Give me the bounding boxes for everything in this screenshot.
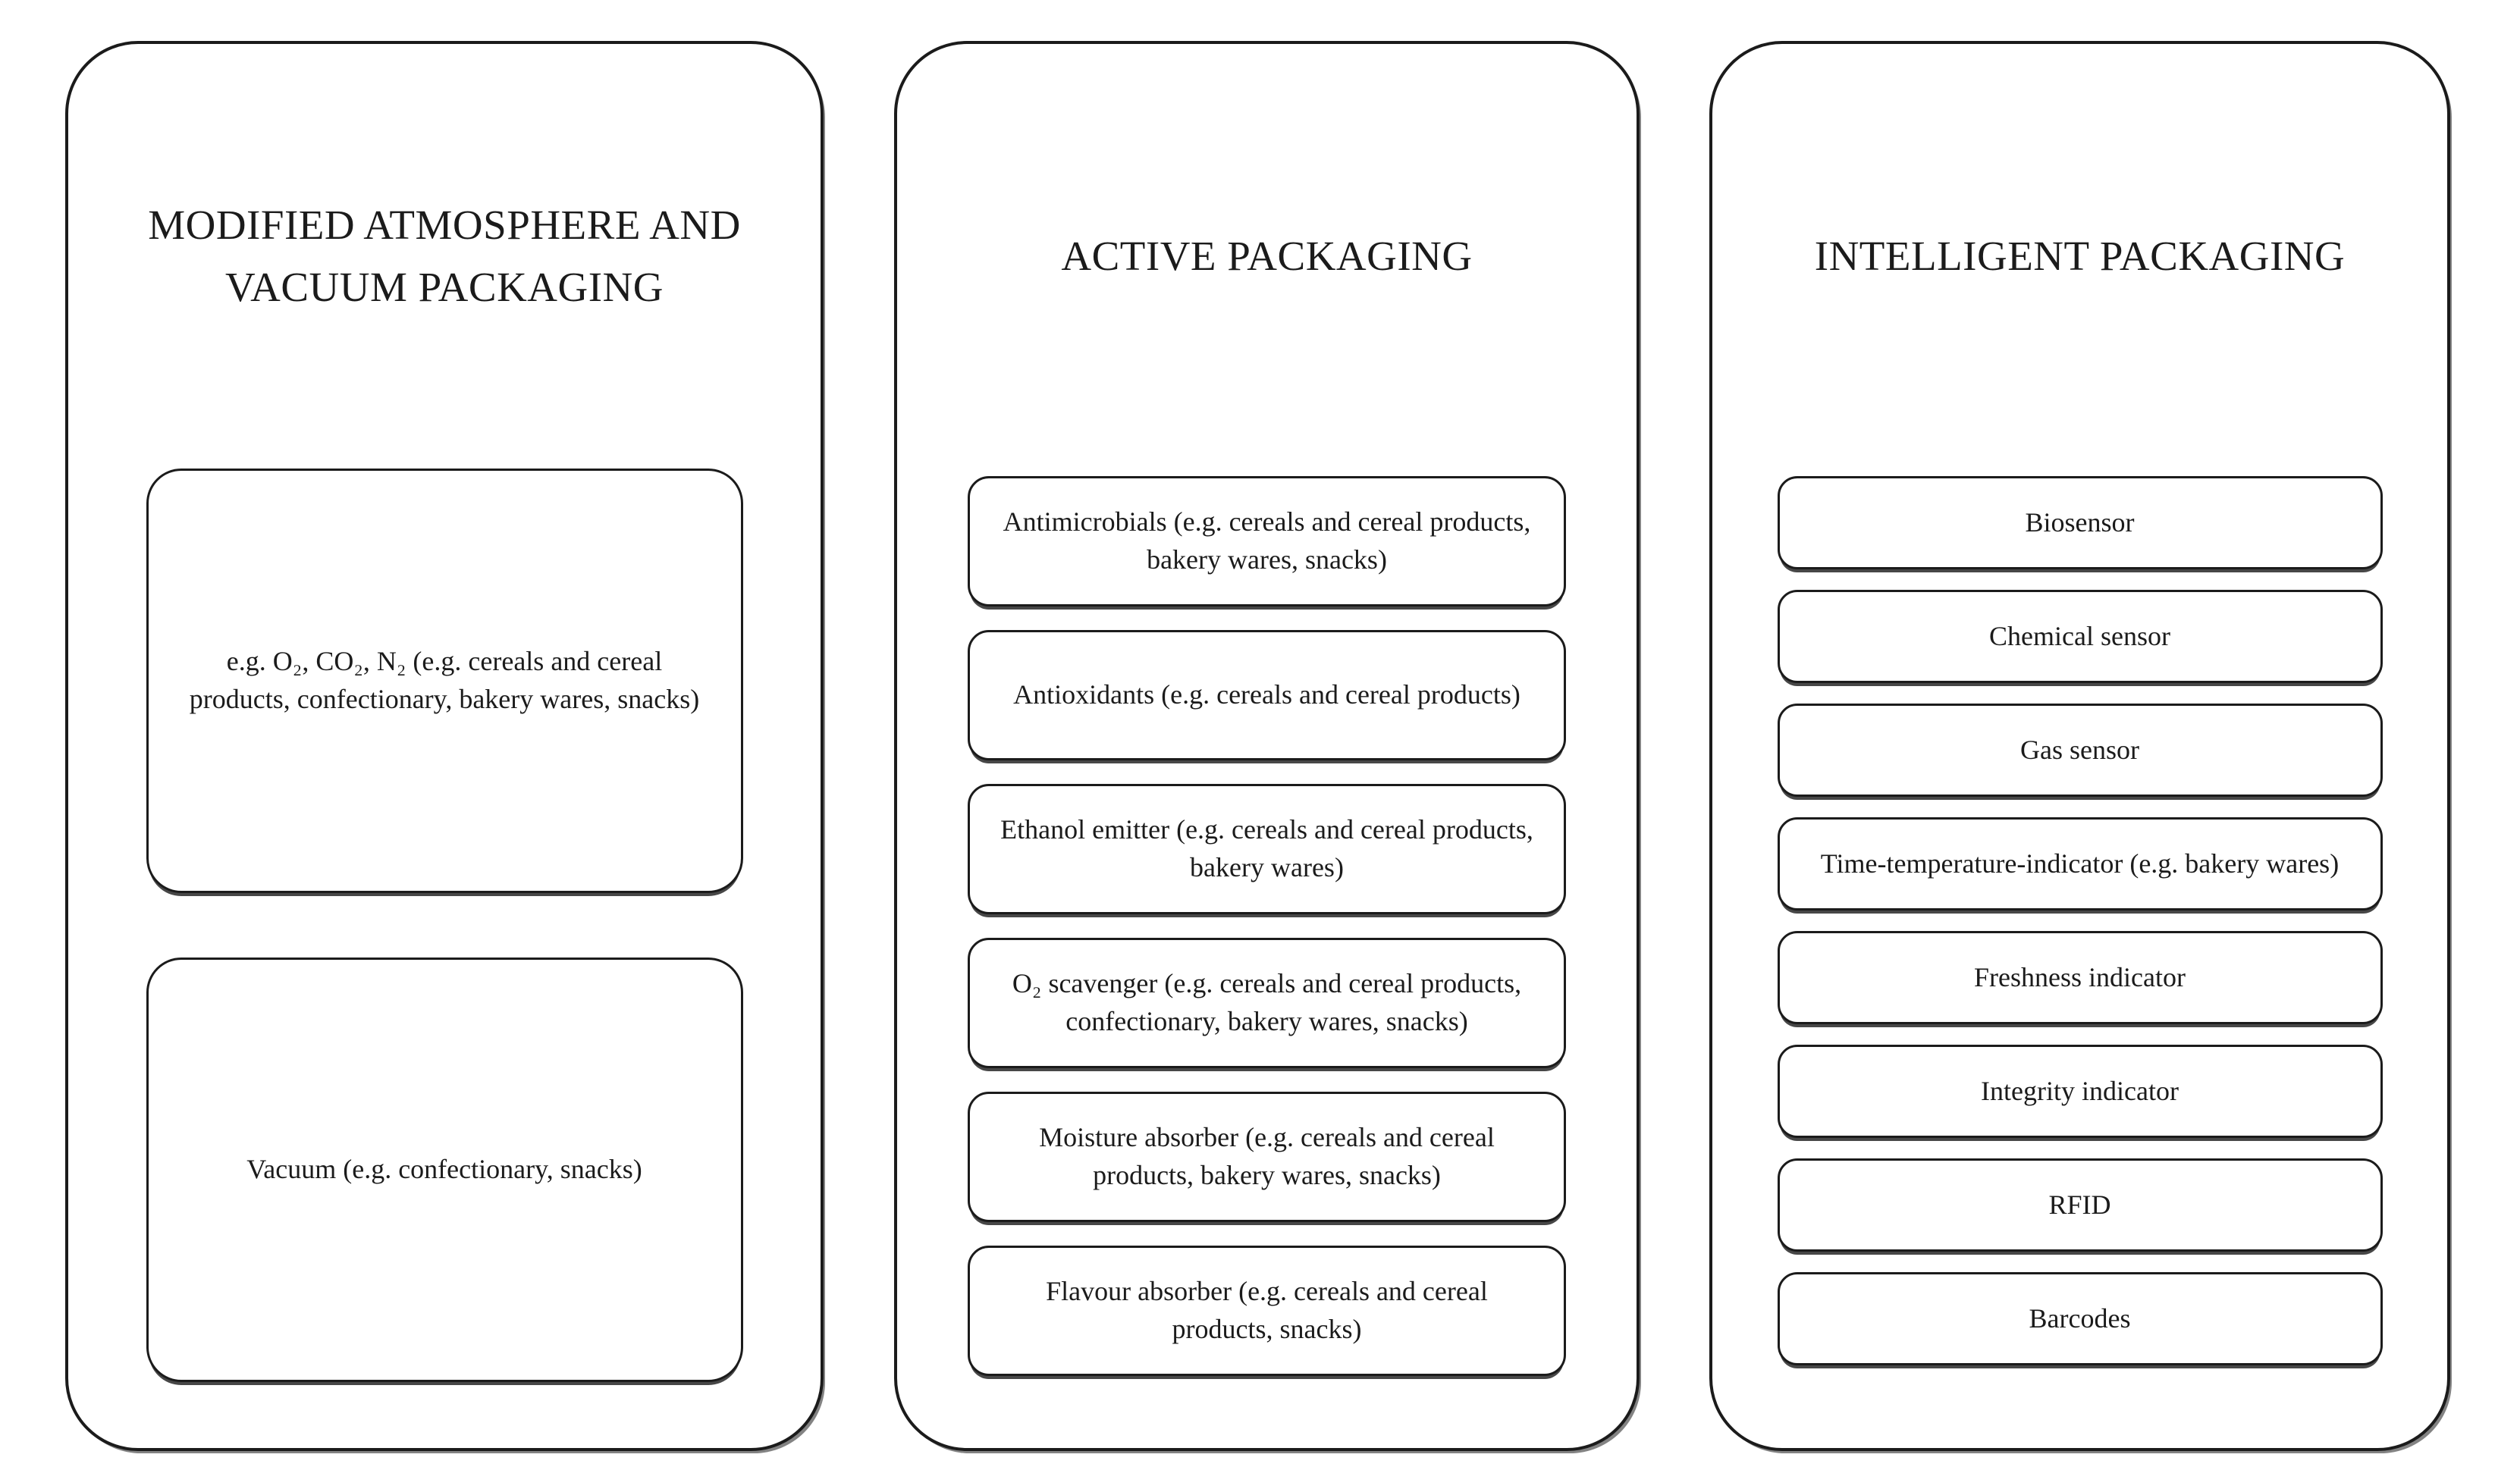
node-time-temperature-indicator: Time-temperature-indicator (e.g. bakery … <box>1777 817 2383 911</box>
column-intelligent-packaging: INTELLIGENT PACKAGING Biosensor Chemical… <box>1709 41 2450 1451</box>
node-biosensor: Biosensor <box>1777 476 2383 569</box>
node-ethanol-emitter: Ethanol emitter (e.g. cereals and cereal… <box>968 784 1566 914</box>
node-o2-scavenger: O₂ scavenger (e.g. cereals and cereal pr… <box>968 938 1566 1068</box>
node-chemical-sensor: Chemical sensor <box>1777 590 2383 683</box>
node-flavour-absorber: Flavour absorber (e.g. cereals and cerea… <box>968 1246 1566 1376</box>
column-header: ACTIVE PACKAGING <box>897 44 1637 469</box>
column-active-packaging: ACTIVE PACKAGING Antimicrobials (e.g. ce… <box>894 41 1640 1451</box>
node-antioxidants: Antioxidants (e.g. cereals and cereal pr… <box>968 630 1566 760</box>
node-barcodes: Barcodes <box>1777 1272 2383 1365</box>
column-title-modified-atmosphere-vacuum: MODIFIED ATMOSPHERE AND VACUUM PACKAGING <box>148 201 741 311</box>
node-freshness-indicator: Freshness indicator <box>1777 931 2383 1024</box>
column-items: Antimicrobials (e.g. cereals and cereal … <box>897 469 1637 1376</box>
column-items: e.g. O₂, CO₂, N₂ (e.g. cereals and cerea… <box>68 469 821 1382</box>
node-vacuum: Vacuum (e.g. confectionary, snacks) <box>146 958 743 1382</box>
column-items: Biosensor Chemical sensor Gas sensor Tim… <box>1712 469 2447 1365</box>
node-gas-sensor: Gas sensor <box>1777 704 2383 797</box>
node-integrity-indicator: Integrity indicator <box>1777 1045 2383 1138</box>
column-title-intelligent-packaging: INTELLIGENT PACKAGING <box>1814 232 2346 279</box>
node-gas-mixture: e.g. O₂, CO₂, N₂ (e.g. cereals and cerea… <box>146 469 743 893</box>
node-antimicrobials: Antimicrobials (e.g. cereals and cereal … <box>968 476 1566 606</box>
node-moisture-absorber: Moisture absorber (e.g. cereals and cere… <box>968 1092 1566 1222</box>
column-header: MODIFIED ATMOSPHERE AND VACUUM PACKAGING <box>68 44 821 469</box>
column-title-active-packaging: ACTIVE PACKAGING <box>1061 232 1473 279</box>
node-rfid: RFID <box>1777 1158 2383 1252</box>
column-modified-atmosphere-vacuum-packaging: MODIFIED ATMOSPHERE AND VACUUM PACKAGING… <box>65 41 824 1451</box>
column-header: INTELLIGENT PACKAGING <box>1712 44 2447 469</box>
